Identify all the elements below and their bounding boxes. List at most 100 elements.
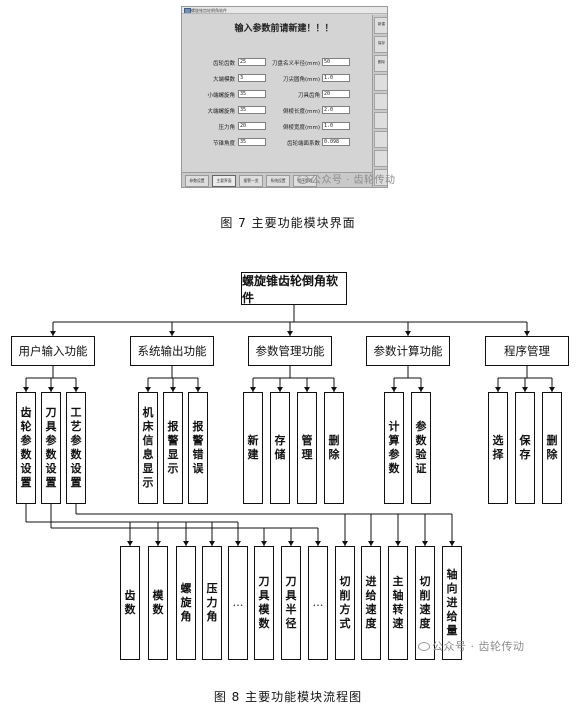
field-label: 刀尖圆角(mm) [282, 77, 320, 83]
nav-system-settings[interactable]: 系统设置 [266, 175, 290, 187]
arrowhead [549, 387, 555, 392]
arrowhead [261, 541, 267, 546]
field-label: 倒棱长度(mm) [282, 109, 320, 115]
arrowhead [422, 541, 428, 546]
arrowhead [183, 541, 189, 546]
arrowhead [315, 541, 321, 546]
leaf-label: 轴向进给量 [446, 568, 458, 637]
arrowhead [495, 387, 501, 392]
side-button-blank[interactable] [374, 93, 387, 110]
leaf-label: 切削方式 [339, 575, 351, 630]
arrowhead [73, 387, 79, 392]
pressure-angle-input[interactable]: 20 [238, 122, 266, 130]
leaf-cutting-mode: 切削方式 [335, 546, 355, 660]
module-user-input: 用户输入功能 [11, 336, 95, 366]
arrowhead [342, 541, 348, 546]
leaf-helix-angle: 螺旋角 [176, 546, 196, 660]
module-param-mgmt: 参数管理功能 [248, 336, 332, 366]
arrowhead [304, 387, 310, 392]
arrowhead [127, 541, 133, 546]
arrowhead [250, 387, 256, 392]
leaf-label: 刀具模数 [258, 575, 270, 630]
arrowhead [418, 387, 424, 392]
leaf-cutter-radius: 刀具半径 [281, 546, 301, 660]
node-label: 删除 [546, 434, 558, 461]
side-button-blank[interactable] [374, 74, 387, 91]
arrowhead [145, 387, 151, 392]
field-label: 齿轮端面系数 [286, 141, 320, 147]
node-label: 保存 [519, 434, 531, 461]
nav-alarm-list[interactable]: 报警一览 [239, 175, 263, 187]
face-factor-input[interactable]: 0.098 [322, 138, 350, 146]
screen-title: 输入参数前请新建！！！ [234, 24, 334, 34]
delete-button[interactable]: 删除 [374, 55, 387, 72]
node-label: 选择 [492, 434, 504, 461]
arrowhead [288, 541, 294, 546]
leaf-label: 切削速度 [419, 575, 431, 630]
side-button-blank[interactable] [374, 131, 387, 148]
arrowhead [169, 331, 175, 336]
node-alarm-display: 报警显示 [163, 392, 183, 504]
software-window: 螺旋锥齿轮倒角软件 输入参数前请新建！！！ 齿轮齿数 25 大端模数 3 小端螺… [181, 6, 388, 188]
leaf-cutter-module: 刀具模数 [254, 546, 274, 660]
window-titlebar: 螺旋锥齿轮倒角软件 [182, 7, 387, 14]
arrowhead [195, 387, 201, 392]
field-label: 倒棱宽度(mm) [282, 125, 320, 131]
node-label: 工艺参数设置 [70, 406, 82, 489]
leaf-label: 螺旋角 [180, 582, 192, 623]
node-process-params: 工艺参数设置 [66, 392, 86, 504]
arrowhead [170, 387, 176, 392]
node-label: 齿轮参数设置 [20, 406, 32, 489]
tip-radius-input[interactable]: 1.0 [322, 74, 350, 82]
arrowhead [287, 331, 293, 336]
large-helix-input[interactable]: 35 [238, 106, 266, 114]
nav-main-screen[interactable]: 主要界面 [212, 175, 236, 187]
app-icon [184, 8, 191, 13]
arrowhead [391, 387, 397, 392]
arrowhead [209, 541, 215, 546]
leaf-label: 模数 [152, 589, 164, 616]
module-input[interactable]: 3 [238, 74, 266, 82]
chamfer-width-input[interactable]: 1.0 [322, 122, 350, 130]
field-label: 刀具齿角 [297, 93, 320, 99]
node-store: 存储 [270, 392, 290, 504]
arrowhead [277, 387, 283, 392]
side-panel: 新建 保存 删除 [372, 15, 387, 187]
pitch-cone-input[interactable]: 35 [238, 138, 266, 146]
node-label: 刀具参数设置 [45, 406, 57, 489]
small-helix-input[interactable]: 35 [238, 90, 266, 98]
node-label: 管理 [301, 434, 313, 461]
leaf-spindle-speed: 主轴转速 [388, 546, 408, 660]
save-button[interactable]: 保存 [374, 36, 387, 53]
side-button-blank[interactable] [374, 169, 387, 186]
root-node: 螺旋锥齿轮倒角软件 [241, 272, 347, 305]
side-button-blank[interactable] [374, 150, 387, 167]
node-delete: 删除 [324, 392, 344, 504]
arrowhead [395, 541, 401, 546]
field-label: 小端螺旋角 [207, 93, 235, 99]
node-label: 存储 [274, 434, 286, 461]
chamfer-length-input[interactable]: 2.0 [322, 106, 350, 114]
node-cutter-params: 刀具参数设置 [41, 392, 61, 504]
node-label: 报警显示 [167, 420, 179, 475]
cutter-angle-input[interactable]: 20 [322, 90, 350, 98]
leaf-axial-feed: 轴向进给量 [442, 546, 462, 660]
nav-param-settings[interactable]: 参数设置 [185, 175, 209, 187]
node-param-verify: 参数验证 [411, 392, 431, 504]
arrowhead [331, 387, 337, 392]
arrowhead [405, 331, 411, 336]
figure-7-caption: 图 7 主要功能模块界面 [220, 216, 356, 230]
watermark-text: 公众号 · 齿轮传动 [311, 175, 396, 186]
node-label: 机床信息显示 [142, 406, 154, 489]
leaf-label: … [312, 596, 324, 609]
new-button[interactable]: 新建 [374, 17, 387, 34]
node-select: 选择 [488, 392, 508, 504]
cutter-radius-input[interactable]: 50 [322, 58, 350, 66]
module-system-output: 系统输出功能 [130, 336, 214, 366]
side-button-blank[interactable] [374, 112, 387, 129]
module-param-calc: 参数计算功能 [366, 336, 450, 366]
arrowhead [368, 541, 374, 546]
node-label: 新建 [247, 434, 259, 461]
teeth-input[interactable]: 25 [238, 58, 266, 66]
arrowhead [50, 331, 56, 336]
